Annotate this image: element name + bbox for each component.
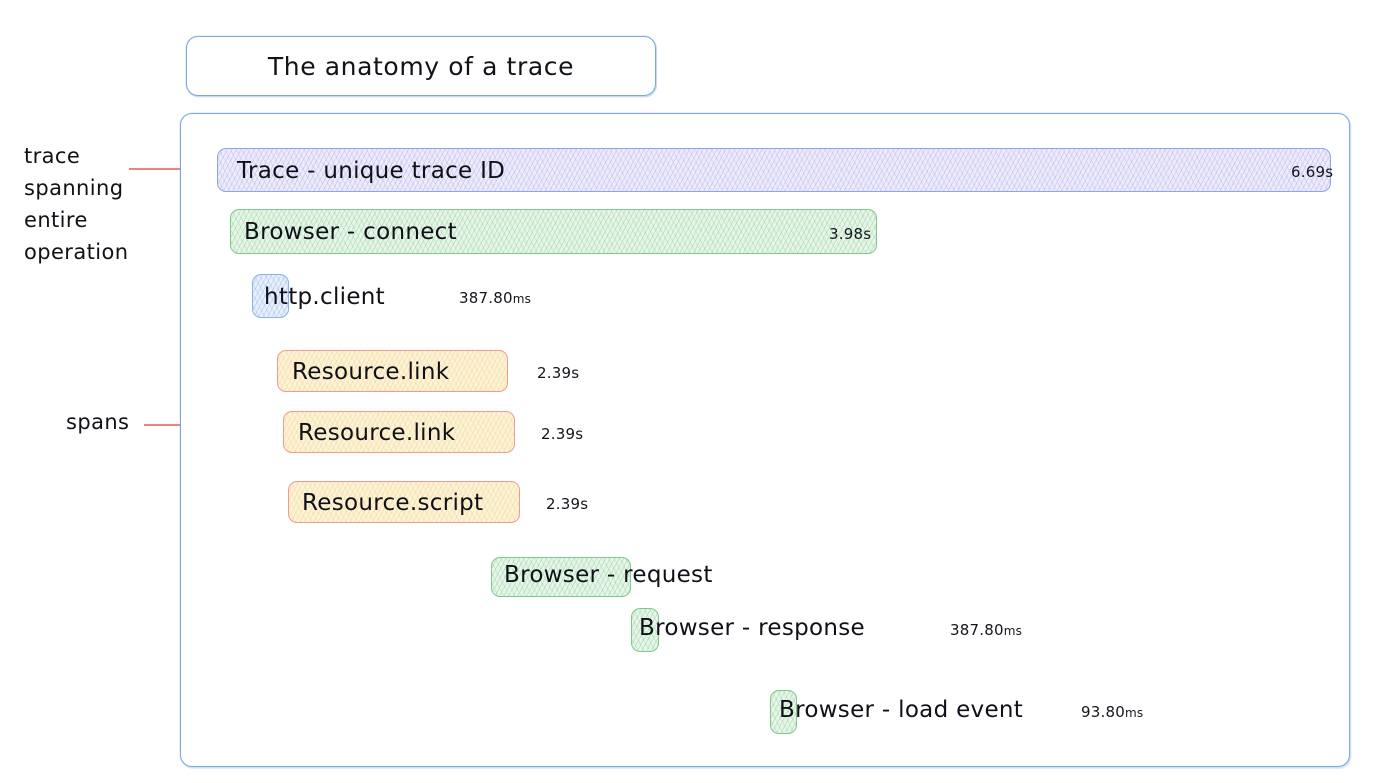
span-bar[interactable]: [230, 209, 877, 254]
span-bar[interactable]: [491, 557, 631, 597]
span-bar[interactable]: [288, 481, 520, 523]
leader-line-trace-horizontal: [129, 168, 205, 170]
span-duration: 93.80ms: [1081, 703, 1144, 721]
diagram-title-box: The anatomy of a trace: [186, 36, 656, 96]
annotation-trace-span: trace spanning entire operation: [24, 144, 129, 264]
span-bar[interactable]: [283, 411, 515, 453]
span-duration: 6.69s: [1291, 163, 1334, 181]
span-duration: 387.80ms: [950, 621, 1023, 639]
span-duration: 2.39s: [541, 425, 584, 443]
span-bar[interactable]: [277, 350, 508, 392]
span-duration: 387.80ms: [459, 289, 532, 307]
span-bar[interactable]: [252, 274, 289, 318]
annotation-spans: spans: [66, 410, 130, 434]
span-duration: 3.98s: [829, 225, 872, 243]
span-bar[interactable]: [770, 690, 797, 734]
span-bar[interactable]: [631, 608, 659, 652]
leader-line-spans-horizontal: [144, 424, 212, 426]
page-title: The anatomy of a trace: [267, 51, 575, 81]
span-duration: 2.39s: [546, 495, 589, 513]
trace-bar[interactable]: [217, 148, 1331, 192]
span-duration: 2.39s: [537, 364, 580, 382]
